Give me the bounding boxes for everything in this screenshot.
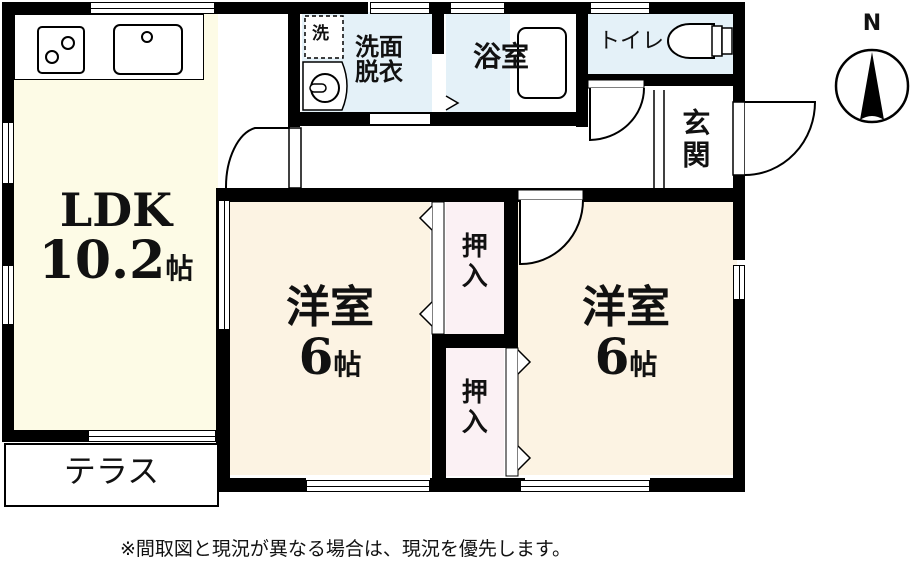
wall <box>288 2 300 127</box>
wall <box>505 2 590 14</box>
window <box>450 2 505 14</box>
wall <box>650 478 745 492</box>
washer-label: 洗 <box>312 24 329 44</box>
window <box>90 2 215 14</box>
wall <box>733 2 745 102</box>
western-room-2-size-value: 6 <box>594 327 630 387</box>
compass-north-label: N <box>862 11 882 36</box>
window <box>2 265 14 325</box>
wall <box>288 2 368 14</box>
closet-2 <box>446 348 504 476</box>
window <box>306 480 430 492</box>
window <box>520 480 650 492</box>
western-room-1-size-unit: 帖 <box>333 348 362 382</box>
window <box>733 265 745 300</box>
wall <box>288 112 588 126</box>
wall <box>2 2 90 14</box>
western-room-1-size-value: 6 <box>298 327 334 387</box>
ldk-label: LDK 10.2帖 <box>14 186 218 289</box>
closet-2-label: 押入 <box>457 378 488 438</box>
wall <box>216 478 306 492</box>
entrance-label: 玄関 <box>678 108 712 172</box>
window <box>370 2 430 14</box>
wall <box>733 300 745 492</box>
window <box>218 200 230 330</box>
western-room-1-size: 6帖 <box>230 330 430 384</box>
western-room-1 <box>230 200 430 475</box>
wall <box>2 430 90 442</box>
closet-1-label: 押入 <box>457 232 488 292</box>
western-room-2-name: 洋室 <box>582 282 670 333</box>
wall <box>576 2 588 127</box>
toilet-label: トイレ <box>598 29 665 54</box>
wall <box>650 2 745 14</box>
ldk-size-value: 10.2 <box>38 230 166 292</box>
ldk-size: 10.2帖 <box>14 233 218 289</box>
washroom-name-line1: 洗面 <box>355 32 403 61</box>
wall <box>432 334 446 492</box>
wall <box>432 2 444 54</box>
ldk-name: LDK <box>59 183 173 237</box>
wall <box>432 334 518 348</box>
wall <box>504 188 518 348</box>
wall <box>2 2 14 442</box>
ldk-size-unit: 帖 <box>165 252 194 286</box>
window <box>2 122 14 184</box>
window <box>590 2 650 14</box>
closet-1 <box>446 202 504 334</box>
entrance <box>664 86 734 186</box>
compass-arrow-icon <box>834 48 910 124</box>
window <box>88 430 216 442</box>
western-room-2-label: 洋室 6帖 <box>515 282 737 384</box>
disclaimer-note: ※間取図と現況が異なる場合は、現況を優先します。 <box>120 538 572 560</box>
compass: N <box>832 11 911 124</box>
terrace-label: テラス <box>63 452 160 490</box>
washroom-label: 洗面 脱衣 <box>355 32 403 87</box>
western-room-2-size: 6帖 <box>515 330 737 384</box>
western-room-1-label: 洋室 6帖 <box>230 282 430 384</box>
western-room-1-name: 洋室 <box>286 282 374 333</box>
wall <box>215 2 295 14</box>
wall <box>430 478 525 492</box>
washroom-name-line2: 脱衣 <box>355 57 403 87</box>
western-room-2-size-unit: 帖 <box>629 348 658 382</box>
wall <box>218 188 745 202</box>
ldk-room <box>14 12 218 432</box>
bathroom-label: 浴室 <box>473 40 530 73</box>
